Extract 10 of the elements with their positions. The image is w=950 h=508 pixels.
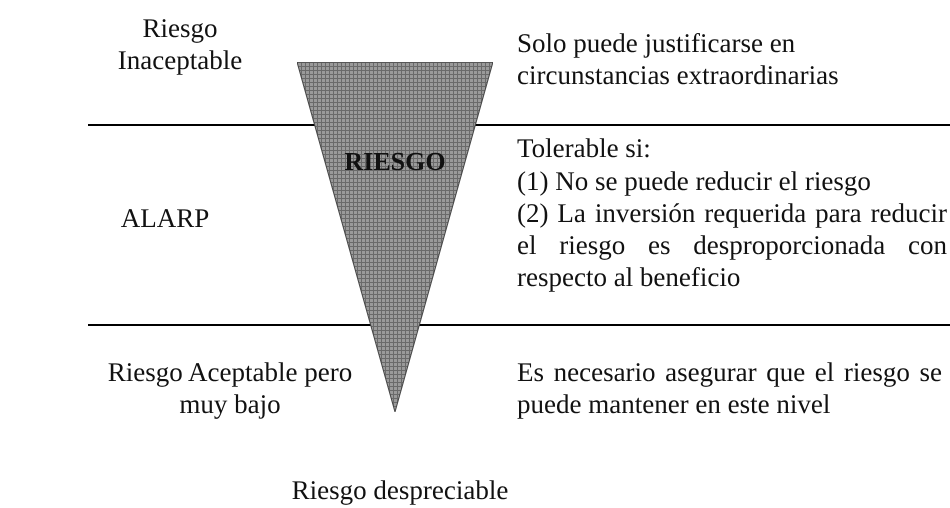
level-description: Tolerable si:: [517, 132, 652, 164]
level-description: Es necesario asegurar que el riesgo se puede mantener en este nivel: [517, 356, 942, 420]
level-label: Riesgo Aceptable pero muy bajo: [106, 356, 354, 420]
level-description: (1) No se puede reducir el riesgo: [517, 165, 872, 197]
level-label: Riesgo despreciable: [290, 474, 510, 506]
level-label: Riesgo Inaceptable: [116, 12, 244, 76]
triangle-label: RIESGO: [343, 147, 447, 177]
level-description: (2) La inversión requerida para reducir el riesgo es desproporcionada con respecto al beneficio: [517, 197, 947, 293]
level-description: Solo puede justificarse en circunstancias extraordinarias: [517, 27, 840, 91]
level-label: ALARP: [120, 202, 210, 234]
